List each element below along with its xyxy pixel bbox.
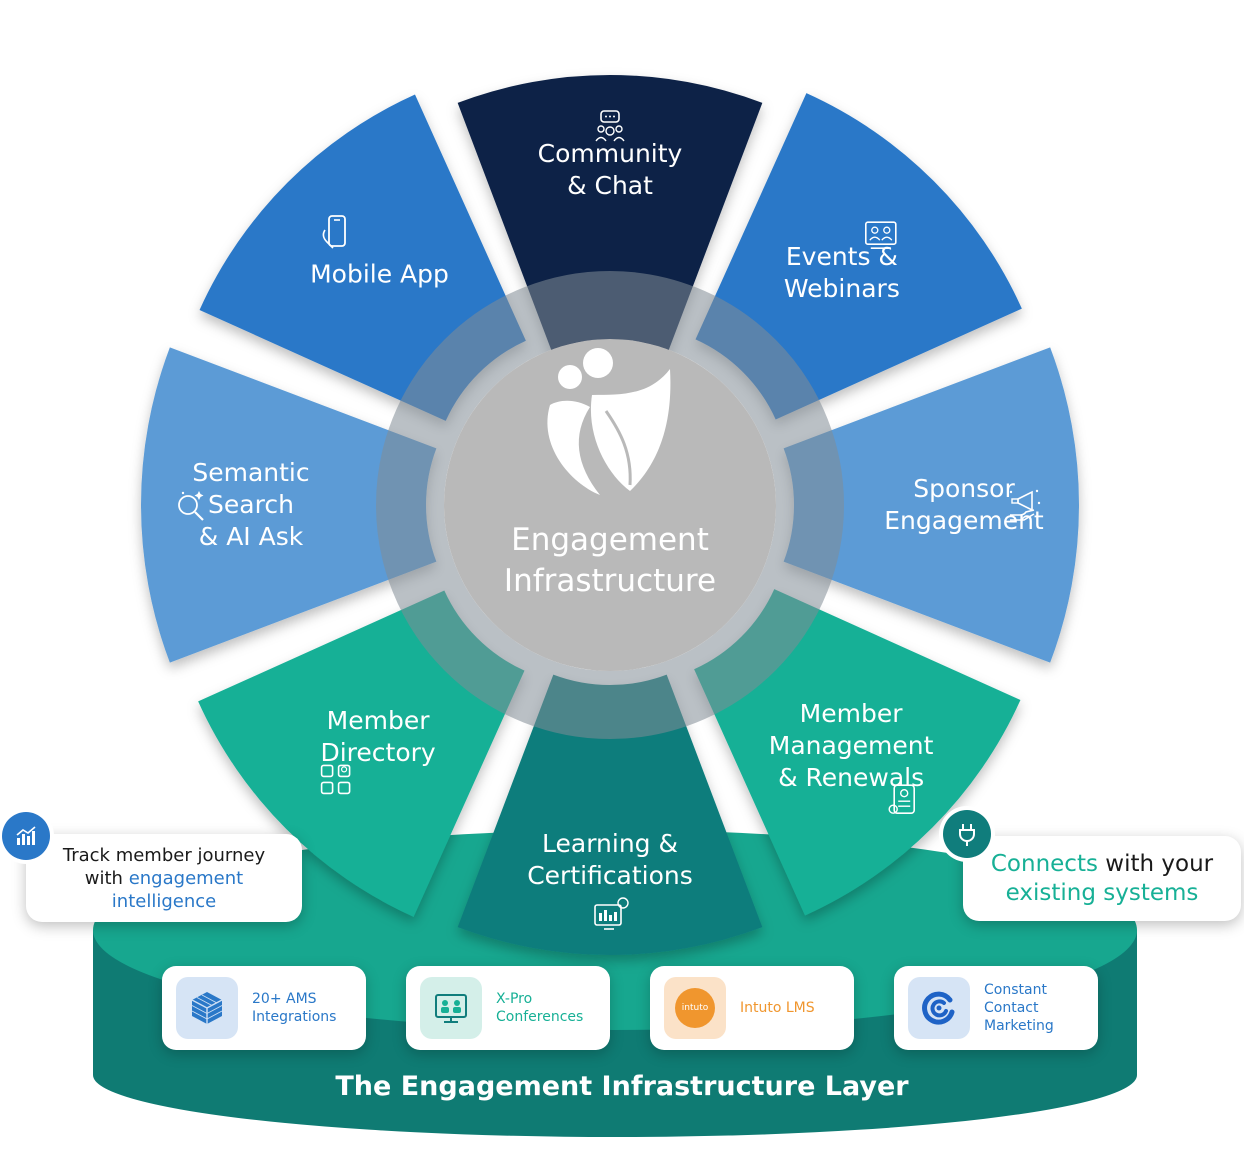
intuto-lms-label: Intuto LMS xyxy=(740,1000,815,1016)
inner-ring-band xyxy=(376,271,844,739)
segment-mobile-app-label: Mobile App xyxy=(310,260,449,289)
platform-layer-title: The Engagement Infrastructure Layer xyxy=(335,1071,909,1102)
segment-member-management-label-line: & Renewals xyxy=(778,763,924,792)
segment-member-directory-label-line: Member xyxy=(327,706,431,735)
segment-community-label-line: & Chat xyxy=(567,171,653,200)
segment-learning[interactable]: Learning & Certifications xyxy=(457,674,763,955)
journey-callout-with: with xyxy=(84,868,129,889)
segment-events[interactable]: Events & Webinars xyxy=(695,93,1022,420)
plug-icon xyxy=(943,810,991,858)
connects-callout-plain: with your xyxy=(1097,851,1214,877)
segment-community-label-line: Community xyxy=(538,139,683,168)
segment-member-directory-shape xyxy=(198,590,525,917)
segment-semantic-search-label-line: Semantic xyxy=(192,458,309,487)
ams-integrations-label: 20+ AMS Integrations xyxy=(252,991,337,1025)
conference-screen-icon xyxy=(420,977,482,1039)
learning-dashboard-icon xyxy=(594,897,629,930)
segment-learning-label: Learning & Certifications xyxy=(527,829,693,890)
connects-callout-accent: Connects xyxy=(990,851,1098,877)
segment-community-label: Community & Chat xyxy=(538,139,683,200)
webinar-icon xyxy=(864,221,897,250)
segment-events-shape xyxy=(695,93,1022,420)
intuto-lms-card[interactable]: intuto Intuto LMS xyxy=(650,966,854,1050)
segment-semantic-search-label-line: & AI Ask xyxy=(199,522,304,551)
journey-callout-accent1: engagement xyxy=(128,868,244,889)
ams-integrations-card[interactable]: 20+ AMS Integrations xyxy=(162,966,366,1050)
connects-callout-accent2: existing systems xyxy=(1005,880,1199,906)
cube-icon xyxy=(176,977,238,1039)
segment-sponsor-label-line: Engagement xyxy=(884,506,1044,535)
segment-events-label-line: Events & xyxy=(786,242,898,271)
center-title-line1: Engagement xyxy=(511,522,709,558)
segment-learning-label-line: Learning & xyxy=(542,829,678,858)
sponsor-megaphone-icon xyxy=(1009,489,1041,521)
segment-semantic-search-label-line: Search xyxy=(208,490,294,519)
constant-contact-card[interactable]: Constant Contact Marketing xyxy=(894,966,1098,1050)
segment-sponsor-shape xyxy=(783,347,1079,663)
segment-sponsor-label-line: Sponsor xyxy=(913,474,1015,503)
analytics-chart-icon xyxy=(2,812,50,860)
journey-callout-accent2: intelligence xyxy=(111,891,217,912)
community-chat-icon xyxy=(595,110,625,142)
segment-mobile-app[interactable]: Mobile App xyxy=(199,94,526,421)
directory-grid-icon xyxy=(320,764,351,795)
segment-learning-shape xyxy=(457,674,763,955)
segment-mobile-app-label-line: Mobile App xyxy=(310,260,449,289)
segment-semantic-search-shape xyxy=(141,347,437,663)
mobile-phone-icon xyxy=(322,215,346,249)
segment-mobile-app-shape xyxy=(199,94,526,421)
intuto-logo-text: intuto xyxy=(681,1003,709,1013)
segment-member-directory-label-line: Directory xyxy=(320,738,435,767)
connects-callout: Connects with your existing systems xyxy=(963,836,1241,921)
intuto-logo: intuto xyxy=(664,977,726,1039)
segment-member-management-shape xyxy=(694,589,1021,916)
xpro-conferences-label: X-Pro Conferences xyxy=(496,991,584,1025)
center-title-line2: Infrastructure xyxy=(504,563,716,599)
segment-learning-label-line: Certifications xyxy=(527,861,693,890)
segment-member-management-label-line: Management xyxy=(769,731,934,760)
constant-contact-icon xyxy=(908,977,970,1039)
segment-member-management-label-line: Member xyxy=(800,699,904,728)
segment-events-label-line: Webinars xyxy=(784,274,900,303)
xpro-conferences-card[interactable]: X-Pro Conferences xyxy=(406,966,610,1050)
center-hub-disc xyxy=(444,339,776,671)
journey-callout: Track member journey with engagement int… xyxy=(26,834,302,922)
journey-callout-line1: Track member journey xyxy=(62,845,266,866)
member-management-icon xyxy=(888,784,915,814)
segment-events-label: Events & Webinars xyxy=(784,242,900,303)
constant-contact-label: Constant Contact Marketing xyxy=(984,982,1054,1034)
inner-ring xyxy=(376,271,844,739)
ai-search-icon xyxy=(178,491,204,521)
brand-logo-icon xyxy=(547,348,671,495)
